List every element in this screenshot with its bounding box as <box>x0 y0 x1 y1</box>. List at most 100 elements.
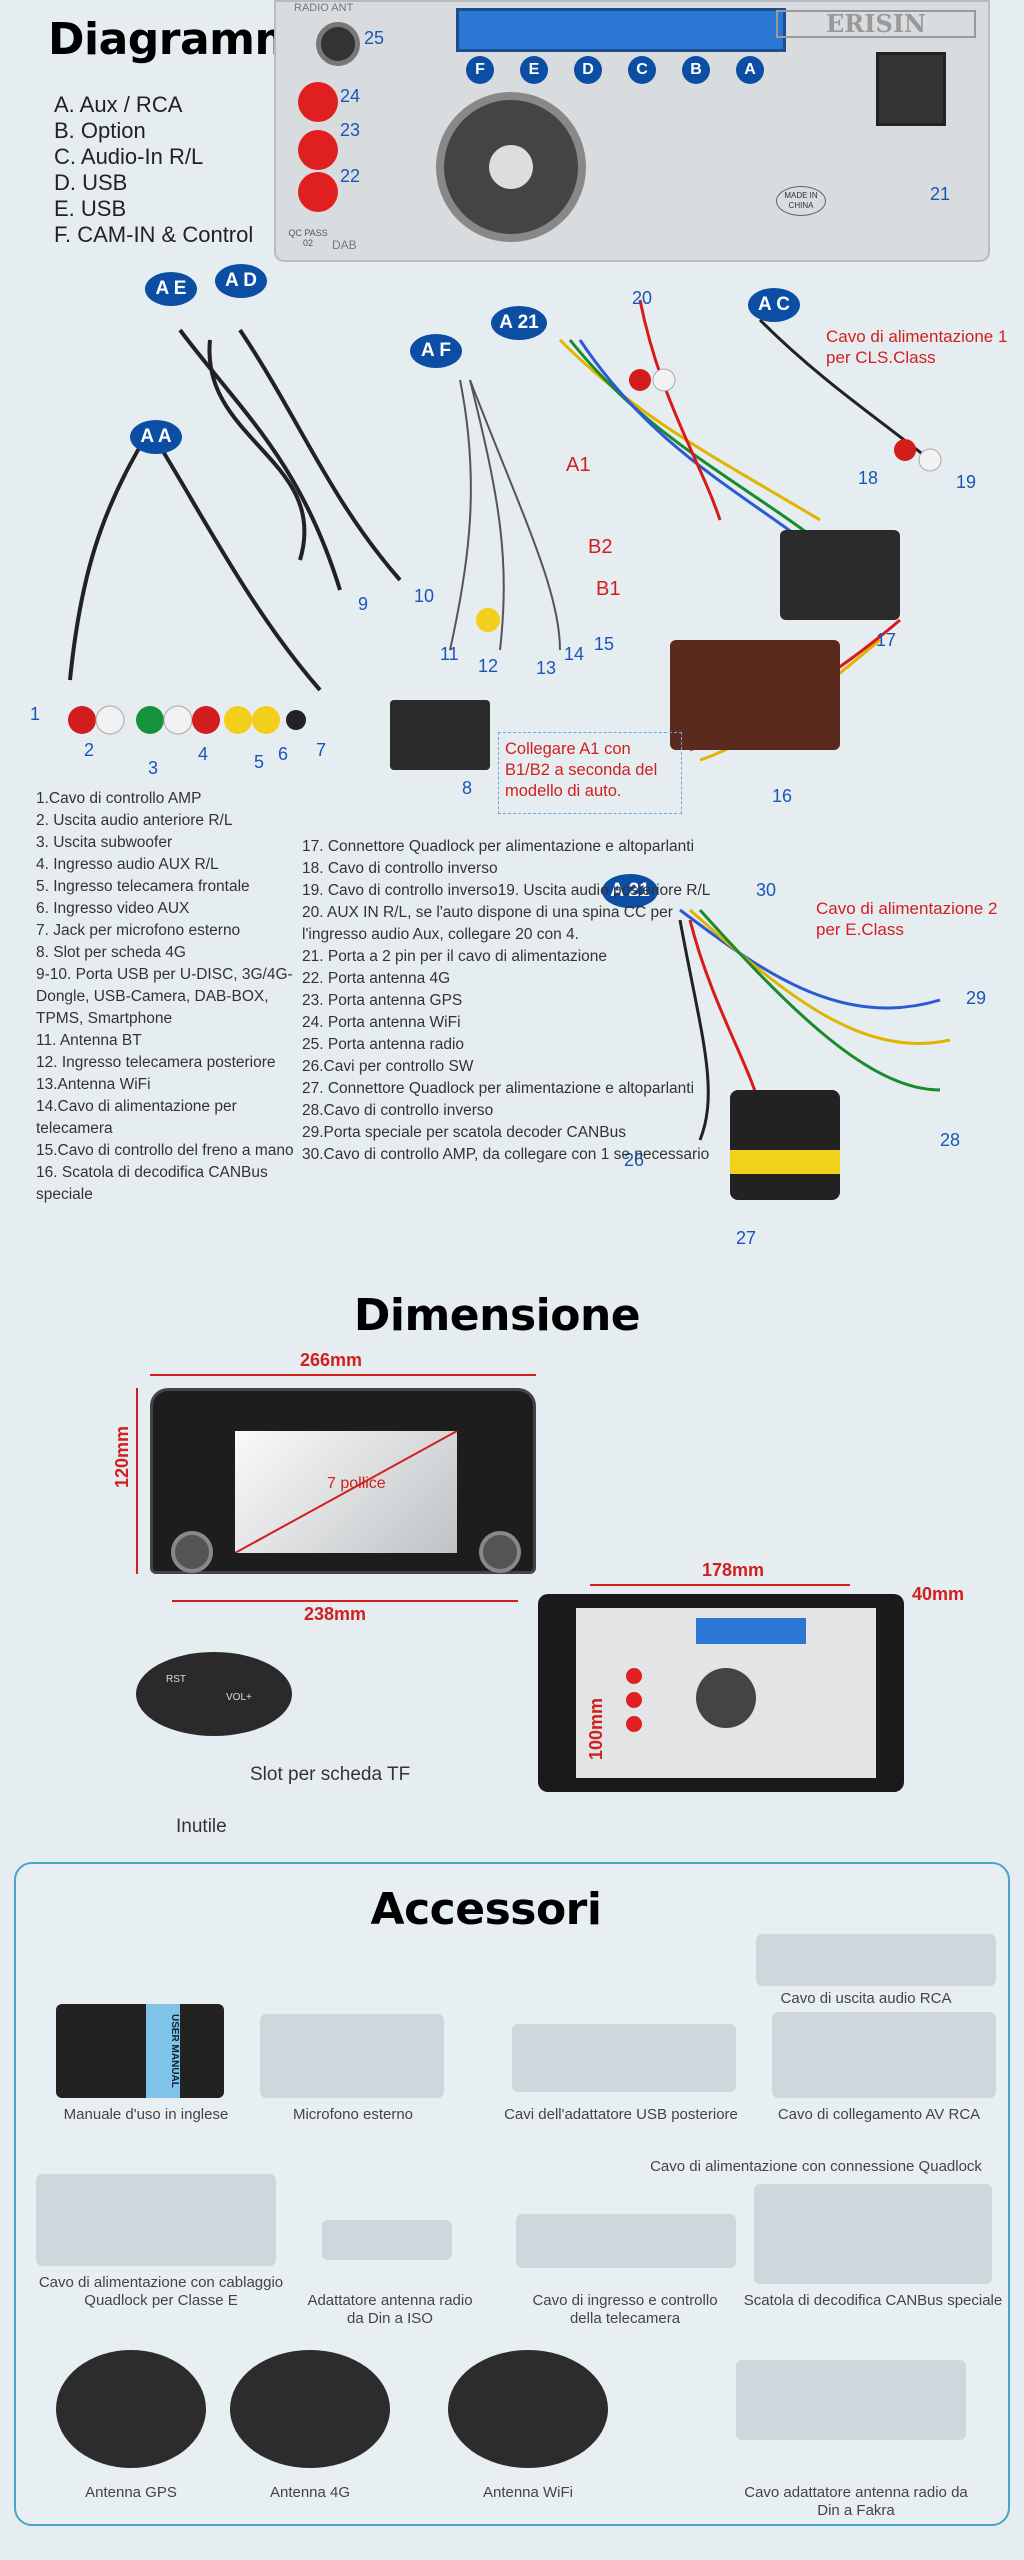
4g-sim-slot <box>390 700 490 770</box>
legend-item: B. Option <box>54 118 146 143</box>
connector-letter: A <box>736 56 764 84</box>
dimension-title: Dimensione <box>353 1290 641 1341</box>
cable-number: 5 <box>254 752 265 772</box>
head-unit-rear-image: RADIO ANT 25 24 23 22 QC PASS 02 DAB F E… <box>274 0 990 262</box>
cable-number: 16 <box>772 786 793 806</box>
wifi-antenna-port <box>298 82 338 122</box>
right-knob <box>479 1531 521 1573</box>
legend-item: A. Aux / RCA <box>54 92 183 117</box>
side-unit-image <box>538 1594 904 1792</box>
antenna-port-small <box>626 1692 642 1708</box>
list-item: 29.Porta speciale per scatola decoder CA… <box>302 1124 626 1141</box>
qc-pass-sticker: QC PASS 02 <box>288 228 328 248</box>
cable-number: 11 <box>440 644 459 664</box>
cooling-fan <box>436 92 586 242</box>
user-manual-image: USER MANUAL <box>56 2004 224 2098</box>
accessory-caption: Cavo di collegamento AV RCA <box>777 2106 981 2123</box>
height-line <box>136 1388 138 1574</box>
cable-number: 20 <box>632 288 653 308</box>
antenna-port-small <box>626 1668 642 1684</box>
din-iso-adapter-image <box>322 2220 452 2260</box>
brand-logo: ERISIN <box>776 10 976 38</box>
wire-label-a1: A1 <box>566 454 591 476</box>
accessory-caption: Cavo adattatore antenna radio da Din a F… <box>744 2484 968 2519</box>
depth-height-dimension: 100mm <box>586 1697 606 1760</box>
depth-dimension: 40mm <box>912 1584 965 1604</box>
list-item: 9-10. Porta USB per U-DISC, 3G/4G-Dongle… <box>36 966 293 1027</box>
list-item: 21. Porta a 2 pin per il cavo di aliment… <box>302 948 608 965</box>
eclass-quadlock-harness-image <box>36 2174 276 2266</box>
radio-ant-label: RADIO ANT <box>294 2 354 14</box>
cable-number: 26 <box>624 1150 645 1170</box>
front-unit-image: 7 pollice <box>150 1388 536 1574</box>
vol-label: VOL+ <box>226 1692 252 1703</box>
cable-number: 7 <box>316 740 327 760</box>
screen-size-label: 7 pollice <box>327 1475 386 1492</box>
wire-label-b1: B1 <box>596 578 621 600</box>
power-cable-note-cls: Cavo di alimentazione 1 per CLS.Class <box>826 327 1008 367</box>
connector-letter-row: F E D C B A <box>466 56 764 84</box>
width-top-line <box>150 1374 536 1376</box>
list-item: 4. Ingresso audio AUX R/L <box>36 856 219 873</box>
badge-aa: A A <box>130 420 182 454</box>
camera-input-cable-image <box>516 2214 736 2268</box>
accessory-caption: Adattatore antenna radio da Din a ISO <box>307 2292 473 2327</box>
list-item: 7. Jack per microfono esterno <box>36 922 241 939</box>
cable-number: 18 <box>858 468 879 488</box>
cable-number: 14 <box>564 644 585 664</box>
connector-letter: F <box>466 56 494 84</box>
list-item: 2. Uscita audio anteriore R/L <box>36 812 233 829</box>
connector-legend: A. Aux / RCA B. Option C. Audio-In R/L D… <box>54 92 253 248</box>
port-number: 25 <box>364 28 385 48</box>
port-number: 24 <box>340 86 361 106</box>
list-item: 1.Cavo di controllo AMP <box>36 790 202 807</box>
connector-block-small <box>696 1618 806 1644</box>
list-item: 24. Porta antenna WiFi <box>302 1014 461 1031</box>
cable-number: 17 <box>876 630 897 650</box>
power-cable-note-eclass: Cavo di alimentazione 2 per E.Class <box>816 899 998 939</box>
height-dimension: 120mm <box>112 1425 132 1488</box>
list-item: 15.Cavo di controllo del freno a mano <box>36 1142 294 1159</box>
accessory-caption: Cavo di ingresso e controllo della telec… <box>532 2292 718 2327</box>
list-item: 19. Cavo di controllo inverso19. Uscita … <box>302 882 711 899</box>
antenna-port-small <box>626 1716 642 1732</box>
external-microphone-image <box>260 2014 444 2098</box>
cable-number: 8 <box>462 778 473 798</box>
accessory-caption: Cavo di alimentazione con connessione Qu… <box>650 2158 982 2175</box>
accessory-caption: Cavo di uscita audio RCA <box>780 1990 952 2007</box>
wifi-antenna-image <box>448 2350 608 2468</box>
legend-item: E. USB <box>54 196 127 221</box>
cable-number: 19 <box>956 472 977 492</box>
accessory-caption: Scatola di decodifica CANBus speciale <box>743 2292 1003 2309</box>
accessories-title: Accessori <box>370 1884 602 1935</box>
connect-a1-note: Collegare A1 con B1/B2 a seconda del mod… <box>498 732 682 814</box>
list-item: 14.Cavo di alimentazione per telecamera <box>36 1098 237 1137</box>
canbus-decoder-box <box>670 640 840 750</box>
connector-letter: C <box>628 56 656 84</box>
rca-audio-cable-image <box>756 1934 996 1986</box>
quadlock-connector-eclass <box>730 1090 840 1200</box>
list-item: 28.Cavo di controllo inverso <box>302 1102 494 1119</box>
list-item: 13.Antenna WiFi <box>36 1076 151 1093</box>
connector-letter: E <box>520 56 548 84</box>
badge-af: A F <box>410 334 462 368</box>
eclass-harness-illustration <box>678 908 951 1200</box>
dab-label: DAB <box>332 238 357 252</box>
port-number: 23 <box>340 120 361 140</box>
accessory-caption: Antenna WiFi <box>482 2484 574 2501</box>
4g-antenna-image <box>230 2350 390 2468</box>
legend-item: D. USB <box>54 170 128 195</box>
canbus-decoder-image <box>754 2184 992 2284</box>
made-in-china-stamp: MADE IN CHINA <box>776 186 826 216</box>
cable-number: 13 <box>536 658 557 678</box>
width-top-dimension: 266mm <box>300 1350 363 1370</box>
port-number: 21 <box>930 184 951 204</box>
list-item: 26.Cavi per controllo SW <box>302 1058 474 1075</box>
cable-number: 27 <box>736 1228 757 1248</box>
accessory-caption: Manuale d'uso in inglese <box>63 2106 229 2123</box>
accessory-caption: Antenna 4G <box>269 2484 351 2501</box>
av-rca-cable-image <box>772 2012 996 2098</box>
power-connector-port <box>876 52 946 126</box>
legend-item: F. CAM-IN & Control <box>54 222 254 247</box>
left-knob <box>171 1531 213 1573</box>
